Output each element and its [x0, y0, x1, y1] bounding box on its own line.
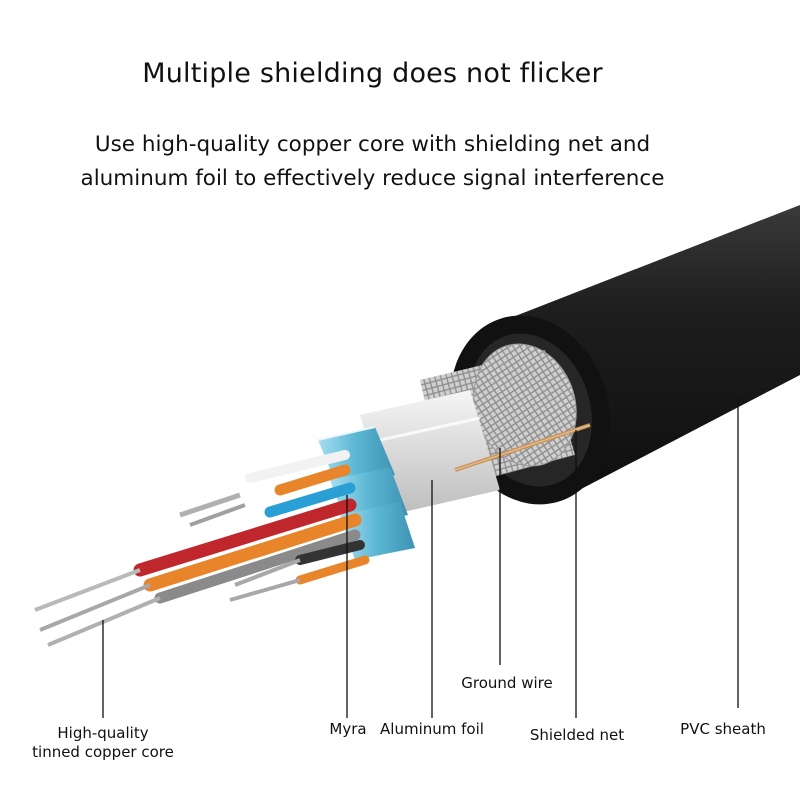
label-aluminum-foil: Aluminum foil [380, 720, 484, 738]
label-ground-wire: Ground wire [461, 674, 553, 692]
page-subtitle: Use high-quality copper core with shield… [20, 128, 725, 196]
subtitle-line-2: aluminum foil to effectively reduce sign… [80, 166, 665, 191]
internal-wires [34, 450, 370, 647]
subtitle-line-1: Use high-quality copper core with shield… [94, 132, 651, 157]
copper-strand [189, 503, 246, 527]
label-myra: Myra [329, 720, 367, 738]
copper-strand [179, 492, 241, 518]
copper-strand [39, 583, 151, 632]
label-copper-core: High-quality tinned copper core [28, 724, 178, 762]
copper-strand [47, 596, 161, 647]
blue-wire [264, 482, 356, 518]
black-wire [295, 540, 365, 565]
callout-lines [102, 398, 739, 718]
orange-wire-lower [295, 555, 370, 585]
label-copper-core-line-1: High-quality [57, 724, 149, 742]
page-title: Multiple shielding does not flicker [142, 58, 603, 89]
red-wire [133, 498, 357, 577]
orange-wire [143, 513, 362, 592]
copper-strand [229, 578, 301, 602]
label-copper-core-line-2: tinned copper core [32, 743, 174, 761]
gray-wire [154, 529, 361, 604]
copper-strand [34, 568, 141, 612]
label-pvc-sheath: PVC sheath [680, 720, 766, 738]
label-shielded-net: Shielded net [529, 726, 625, 744]
orange-wire-upper [274, 464, 351, 496]
white-wire [245, 450, 350, 483]
ground-wire [454, 423, 591, 472]
copper-strand [234, 558, 301, 587]
